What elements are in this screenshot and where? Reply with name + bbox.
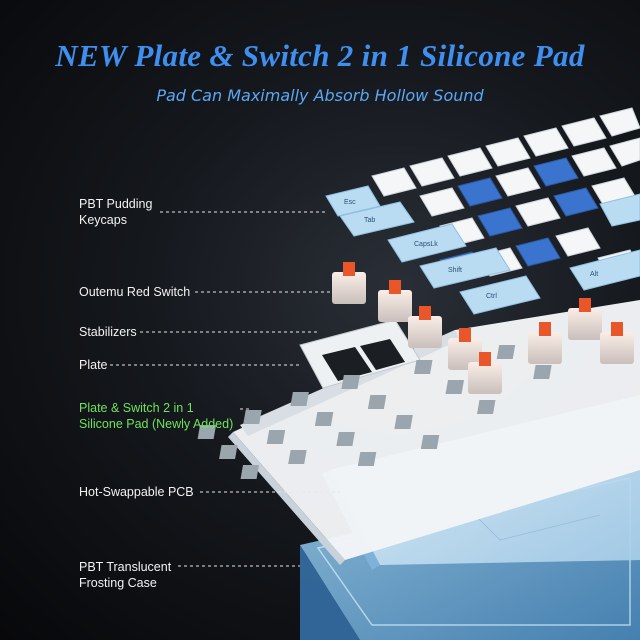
stabilizers-label: Stabilizers — [79, 325, 137, 339]
switch — [600, 322, 634, 364]
case-label-line2: Frosting Case — [79, 576, 157, 590]
silicone-pad-label-line1: Plate & Switch 2 in 1 — [79, 401, 194, 415]
case-label: PBT Translucent Frosting Case — [79, 559, 171, 591]
switch — [528, 322, 562, 364]
keycap-legend-esc: Esc — [344, 199, 356, 206]
keycap-legend-ctrl: Ctrl — [486, 293, 497, 300]
keycap-legend-caps: CapsLk — [414, 241, 438, 248]
case-label-line1: PBT Translucent — [79, 560, 172, 574]
switch — [568, 298, 602, 340]
leader-lines — [110, 211, 340, 567]
keycap-layer — [325, 107, 640, 315]
switch-cutouts — [197, 345, 552, 479]
silicone-pad-label: Plate & Switch 2 in 1 Silicone Pad (Newl… — [79, 400, 233, 432]
keycap-legend-alt: Alt — [590, 271, 598, 278]
switch — [468, 352, 502, 394]
pcb-label: Hot-Swappable PCB — [79, 485, 194, 499]
keycaps-label: PBT Pudding Keycaps — [79, 196, 152, 228]
page-title: NEW Plate & Switch 2 in 1 Silicone Pad — [55, 38, 585, 73]
switch-label: Outemu Red Switch — [79, 285, 191, 299]
switch — [378, 280, 412, 322]
switch — [408, 306, 442, 348]
plate-label: Plate — [79, 358, 108, 372]
silicone-pad-label-line2: Silicone Pad (Newly Added) — [79, 417, 234, 431]
page-subtitle: Pad Can Maximally Absorb Hollow Sound — [156, 86, 484, 105]
steel-plate-layer — [299, 319, 421, 389]
keycaps-label-line1: PBT Pudding — [79, 197, 153, 211]
keycap-legend-tab: Tab — [364, 217, 375, 224]
switch-row — [332, 262, 634, 394]
keycaps-label-line2: Keycaps — [79, 213, 127, 227]
switch — [332, 262, 366, 304]
keycap-legend-shift: Shift — [448, 267, 462, 274]
